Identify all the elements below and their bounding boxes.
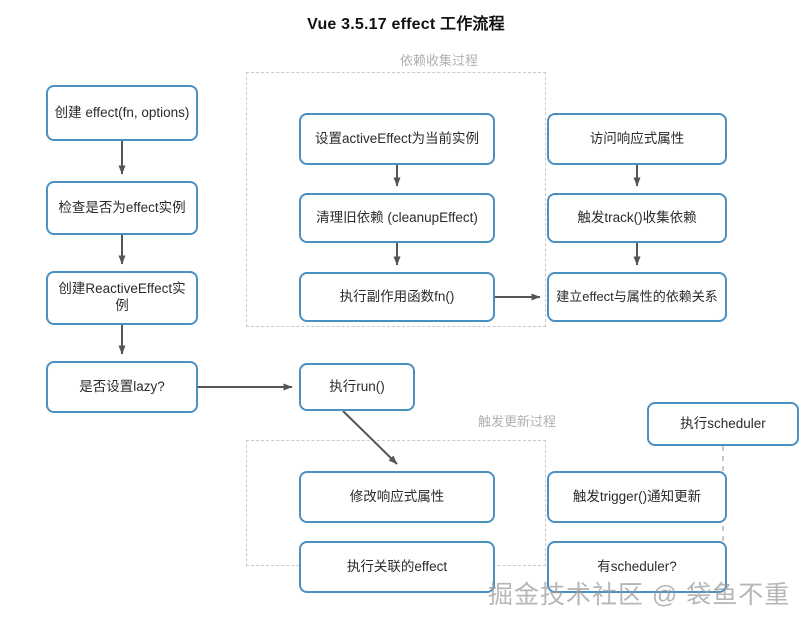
node-exec-scheduler[interactable]: 执行scheduler bbox=[647, 402, 799, 446]
node-run-fn[interactable]: 执行副作用函数fn() bbox=[299, 272, 495, 322]
group-label-trigger-update: 触发更新过程 bbox=[478, 414, 557, 429]
node-exec-related[interactable]: 执行关联的effect bbox=[299, 541, 495, 593]
node-has-scheduler[interactable]: 有scheduler? bbox=[547, 541, 727, 593]
node-modify-prop[interactable]: 修改响应式属性 bbox=[299, 471, 495, 523]
group-label-dep-collect: 依赖收集过程 bbox=[400, 53, 479, 68]
page-title: Vue 3.5.17 effect 工作流程 bbox=[307, 16, 505, 33]
node-is-lazy[interactable]: 是否设置lazy? bbox=[46, 361, 198, 413]
node-create-effect[interactable]: 创建 effect(fn, options) bbox=[46, 85, 198, 141]
node-check-instance[interactable]: 检查是否为effect实例 bbox=[46, 181, 198, 235]
node-cleanup[interactable]: 清理旧依赖 (cleanupEffect) bbox=[299, 193, 495, 243]
node-set-active[interactable]: 设置activeEffect为当前实例 bbox=[299, 113, 495, 165]
node-trigger-track[interactable]: 触发track()收集依赖 bbox=[547, 193, 727, 243]
node-trigger-notify[interactable]: 触发trigger()通知更新 bbox=[547, 471, 727, 523]
node-exec-run[interactable]: 执行run() bbox=[299, 363, 415, 411]
node-build-dep[interactable]: 建立effect与属性的依赖关系 bbox=[547, 272, 727, 322]
node-create-reactive[interactable]: 创建ReactiveEffect实例 bbox=[46, 271, 198, 325]
node-access-prop[interactable]: 访问响应式属性 bbox=[547, 113, 727, 165]
watermark: 掘金技术社区 @ 袋鱼不重 bbox=[488, 581, 791, 609]
group-region-dep-collect bbox=[246, 72, 546, 327]
